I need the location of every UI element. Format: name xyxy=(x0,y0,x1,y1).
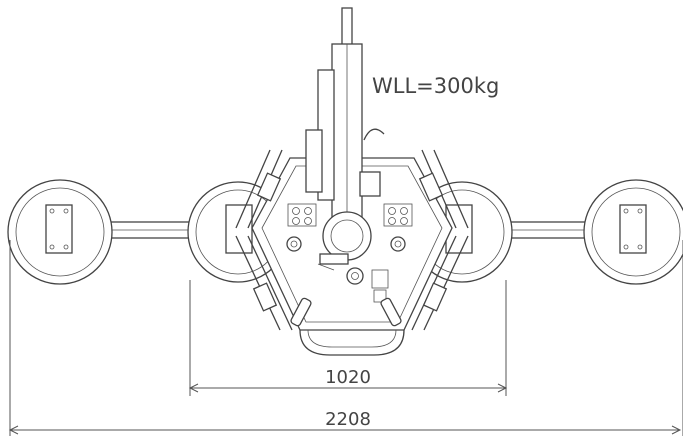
pressure-gauge-right xyxy=(390,236,406,252)
central-mast xyxy=(305,7,385,265)
dimension-inner: 1020 xyxy=(188,280,508,396)
dimension-outer-value: 2208 xyxy=(325,409,371,430)
control-panel xyxy=(286,203,413,303)
suction-pad-outer-left xyxy=(7,179,113,285)
pressure-gauge-center xyxy=(346,267,364,285)
dimension-outer: 2208 xyxy=(8,240,683,436)
hose-fittings xyxy=(290,297,402,327)
dimension-inner-value: 1020 xyxy=(325,367,371,388)
rail-clamps xyxy=(252,172,448,312)
wll-label: WLL=300kg xyxy=(372,74,499,98)
suction-pad-outer-right xyxy=(583,179,683,285)
pressure-gauge-left xyxy=(286,236,302,252)
